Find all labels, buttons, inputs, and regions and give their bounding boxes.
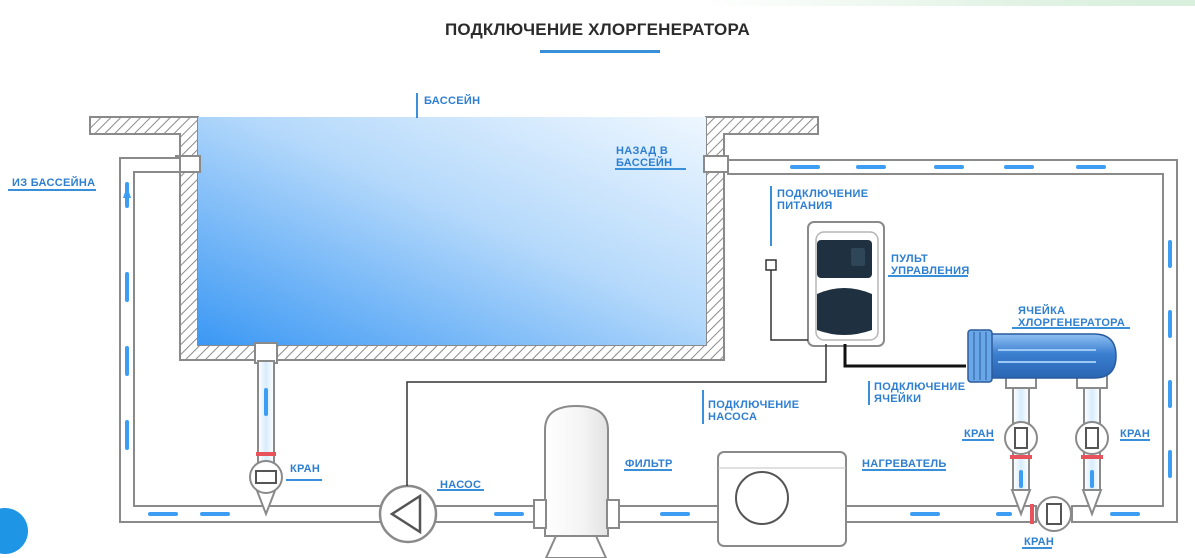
valve-seal — [256, 452, 276, 456]
drain-valve — [249, 452, 283, 494]
pool-water — [198, 117, 706, 345]
label-valve-cell-left: КРАН — [964, 428, 994, 440]
label-back-to-pool-line2: БАССЕЙН — [616, 156, 672, 169]
power-wire — [770, 268, 808, 341]
flow-arrows — [123, 165, 1172, 516]
pump-wire — [406, 344, 827, 486]
label-power-line1: ПОДКЛЮЧЕНИЕ — [777, 188, 868, 200]
label-from-pool: ИЗ БАССЕЙНА — [12, 176, 95, 189]
label-power-line2: ПИТАНИЯ — [777, 200, 833, 212]
label-pump-conn-line2: НАСОСА — [708, 411, 757, 423]
pipe-return — [727, 159, 1178, 523]
pool — [89, 116, 819, 364]
title-underline — [540, 50, 660, 53]
filter — [533, 404, 620, 558]
tee-right — [1081, 489, 1103, 517]
cell-wire — [843, 344, 966, 368]
label-cell-conn-line2: ЯЧЕЙКИ — [874, 392, 921, 405]
pump — [378, 484, 438, 544]
label-back-to-pool-line1: НАЗАД В — [616, 145, 668, 157]
chlorinator-cell — [967, 329, 1117, 389]
control-panel — [807, 221, 885, 347]
pump-icon — [389, 493, 422, 535]
label-control-line1: ПУЛЬТ — [891, 253, 928, 265]
label-control-line2: УПРАВЛЕНИЯ — [891, 265, 970, 277]
page-title: ПОДКЛЮЧЕНИЕ ХЛОРГЕНЕРАТОРА — [445, 20, 750, 39]
label-pump: НАСОС — [440, 479, 481, 491]
label-pump-conn-line1: ПОДКЛЮЧЕНИЕ — [708, 399, 799, 411]
label-pool: БАССЕЙН — [424, 94, 480, 107]
cell-valve-right — [1075, 421, 1109, 459]
pipe-pump-filter — [433, 505, 545, 523]
label-cell-conn-line1: ПОДКЛЮЧЕНИЕ — [874, 381, 965, 393]
wires — [406, 259, 966, 486]
label-valve-bottom: КРАН — [1024, 536, 1054, 548]
label-filter: ФИЛЬТР — [625, 458, 673, 470]
pool-inlet-right — [703, 155, 729, 173]
power-socket — [765, 259, 777, 271]
label-cell-line2: ХЛОРГЕНЕРАТОРА — [1018, 317, 1125, 329]
label-cell-line1: ЯЧЕЙКА — [1018, 304, 1065, 317]
heater — [717, 451, 847, 547]
label-heater: НАГРЕВАТЕЛЬ — [862, 458, 947, 470]
label-valve-drain: КРАН — [290, 463, 320, 475]
tee-left — [1010, 489, 1032, 517]
cell-valve-left — [1004, 421, 1038, 459]
top-accent-bar — [700, 0, 1195, 6]
bottom-valve — [1030, 496, 1072, 532]
labels: БАССЕЙН ИЗ БАССЕЙНА НАЗАД В БАССЕЙН ПОДК… — [12, 94, 1150, 548]
label-valve-cell-right: КРАН — [1120, 428, 1150, 440]
leader-lines — [8, 93, 1150, 549]
